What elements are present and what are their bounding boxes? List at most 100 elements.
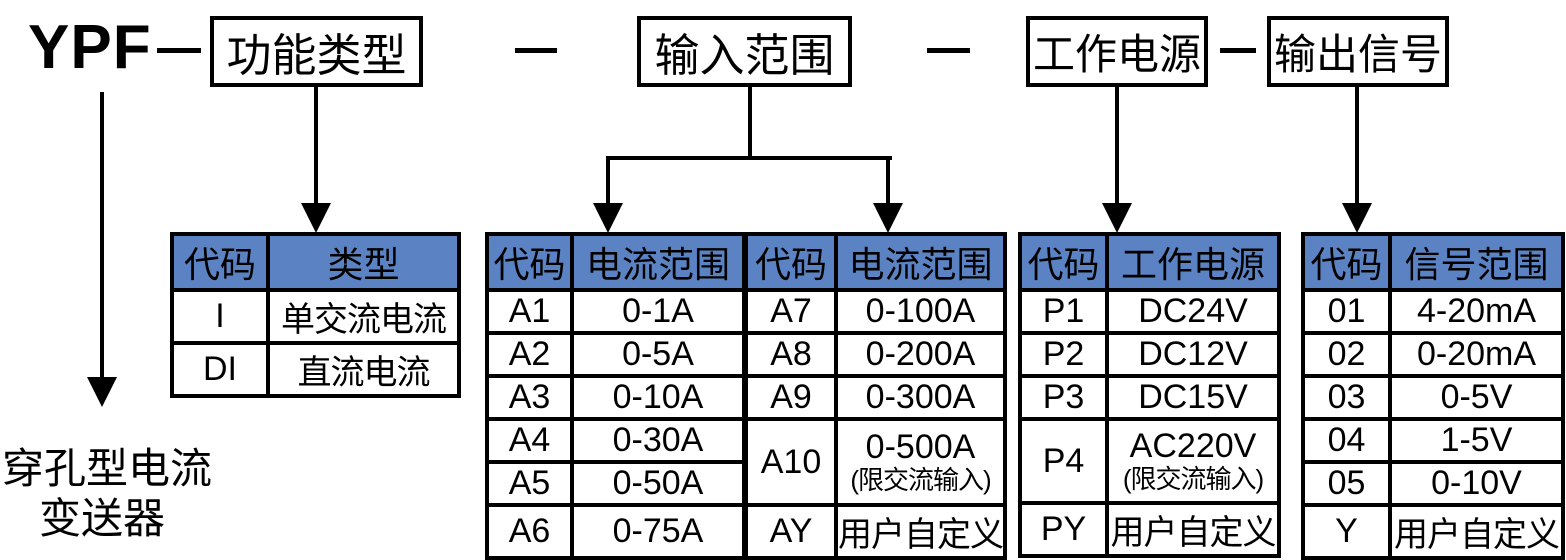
code-cell: A6 — [485, 503, 574, 560]
segment-box-function-type: 功能类型 — [210, 16, 423, 87]
value-cell: DC24V — [1105, 288, 1281, 335]
value-cell: 0-500A (限交流输入) — [834, 417, 1007, 507]
code-cell: P3 — [1018, 374, 1109, 421]
connector-line-input-range-branch — [606, 156, 892, 160]
value-cell: 0-5V — [1388, 374, 1565, 421]
value-cell: 用户自定义 — [1388, 503, 1565, 560]
segment-box-output-signal: 输出信号 — [1267, 16, 1449, 87]
table-row: PY 用户自定义 — [1018, 501, 1281, 558]
connector-line-input-range-stem — [748, 85, 752, 160]
table-row: P3 DC15V — [1018, 374, 1281, 421]
segment-box-power-supply: 工作电源 — [1026, 16, 1208, 87]
table-row: A5 0-50A — [485, 460, 1005, 507]
separator-dash — [157, 48, 201, 53]
range-value: 0-500A — [865, 428, 976, 466]
arrow-down-icon — [873, 203, 903, 233]
code-cell: P2 — [1018, 331, 1109, 378]
input-range-table: 代码 电流范围 代码 电流范围 A1 0-1A A7 0-100A A2 0-5… — [485, 232, 1007, 560]
table-row: Y 用户自定义 — [1301, 503, 1565, 560]
value-cell: 0-100A — [834, 288, 1007, 335]
code-cell: 01 — [1301, 288, 1392, 335]
code-cell: PY — [1018, 501, 1109, 558]
prefix-description-line2: 变送器 — [38, 495, 165, 542]
power-supply-table: 代码 工作电源 P1 DC24V P2 DC12V P3 DC15V P4 AC… — [1018, 232, 1281, 558]
function-type-table: 代码 类型 I 单交流电流 DI 直流电流 — [170, 232, 461, 398]
range-note: (限交流输入) — [850, 465, 991, 496]
value-cell: 1-5V — [1388, 417, 1565, 464]
column-header: 信号范围 — [1388, 232, 1565, 292]
power-value: AC220V — [1129, 427, 1257, 465]
arrow-down-icon — [593, 203, 623, 233]
table-row: P2 DC12V — [1018, 331, 1281, 378]
code-cell: A3 — [485, 374, 574, 421]
column-header: 代码 — [1301, 232, 1392, 292]
segment-label-output-signal: 输出信号 — [1273, 31, 1442, 78]
arrow-down-icon — [301, 203, 331, 233]
connector-line-input-range-left — [606, 156, 610, 207]
code-cell: 02 — [1301, 331, 1392, 378]
separator-dash — [927, 48, 970, 53]
value-cell: DC12V — [1105, 331, 1281, 378]
column-header: 代码 — [1018, 232, 1109, 292]
segment-label-power-supply: 工作电源 — [1032, 31, 1201, 78]
table-row: A4 0-30A A10 0-500A (限交流输入) — [485, 417, 1007, 507]
separator-dash — [1220, 48, 1256, 53]
table-row: 02 0-20mA — [1301, 331, 1565, 378]
value-cell: DC15V — [1105, 374, 1281, 421]
code-cell: A1 — [485, 288, 574, 335]
value-cell: 0-200A — [834, 331, 1007, 378]
value-cell: 0-30A — [570, 417, 747, 464]
table-row: 03 0-5V — [1301, 374, 1565, 421]
value-cell: 用户自定义 — [834, 503, 1007, 560]
table-row: A3 0-10A A9 0-300A — [485, 374, 1007, 421]
column-header: 类型 — [266, 232, 461, 292]
value-cell: 4-20mA — [1388, 288, 1565, 335]
code-cell: A10 — [742, 417, 838, 507]
code-cell: Y — [1301, 503, 1392, 560]
value-cell: 0-1A — [570, 288, 747, 335]
arrow-down-icon — [1102, 203, 1132, 233]
column-header: 电流范围 — [834, 232, 1007, 292]
code-cell: DI — [170, 341, 270, 398]
segment-label-input-range: 输入范围 — [654, 30, 835, 81]
code-cell: A4 — [485, 417, 574, 464]
connector-line-function-type — [314, 85, 318, 207]
code-cell: 04 — [1301, 417, 1392, 464]
segment-box-input-range: 输入范围 — [637, 16, 852, 87]
table-row: 01 4-20mA — [1301, 288, 1565, 335]
code-cell: AY — [742, 503, 838, 560]
value-cell: 用户自定义 — [1105, 501, 1281, 558]
code-cell: 03 — [1301, 374, 1392, 421]
code-cell: A5 — [485, 460, 574, 507]
table-row: DI 直流电流 — [170, 341, 461, 398]
code-cell: P4 — [1018, 417, 1109, 505]
table-row: P1 DC24V — [1018, 288, 1281, 335]
prefix-description: 穿孔型电流 变送器 — [2, 444, 213, 544]
prefix-description-line1: 穿孔型电流 — [2, 445, 213, 492]
value-cell: 0-5A — [570, 331, 747, 378]
table-row: A6 0-75A AY 用户自定义 — [485, 503, 1007, 560]
value-cell: 0-75A — [570, 503, 747, 560]
table-row: 04 1-5V — [1301, 417, 1565, 464]
code-cell: A9 — [742, 374, 838, 421]
output-signal-table: 代码 信号范围 01 4-20mA 02 0-20mA 03 0-5V 04 1… — [1301, 232, 1565, 560]
table-row: P4 AC220V (限交流输入) — [1018, 417, 1281, 505]
separator-dash — [515, 48, 557, 53]
column-header: 代码 — [170, 232, 270, 292]
code-cell: I — [170, 288, 270, 345]
connector-line-power-supply — [1115, 85, 1119, 207]
code-cell: A8 — [742, 331, 838, 378]
table-row: 05 0-10V — [1301, 460, 1565, 507]
value-cell: 0-10V — [1388, 460, 1565, 507]
connector-line-prefix — [100, 92, 104, 379]
table-row: I 单交流电流 — [170, 288, 461, 345]
table-row: A2 0-5A A8 0-200A — [485, 331, 1007, 378]
value-cell: 0-300A — [834, 374, 1007, 421]
connector-line-input-range-right — [886, 156, 890, 207]
value-cell: 0-20mA — [1388, 331, 1565, 378]
code-cell: A2 — [485, 331, 574, 378]
code-cell: P1 — [1018, 288, 1109, 335]
power-note: (限交流输入) — [1122, 464, 1264, 495]
value-cell: AC220V (限交流输入) — [1105, 417, 1281, 505]
value-cell: 单交流电流 — [266, 288, 461, 345]
